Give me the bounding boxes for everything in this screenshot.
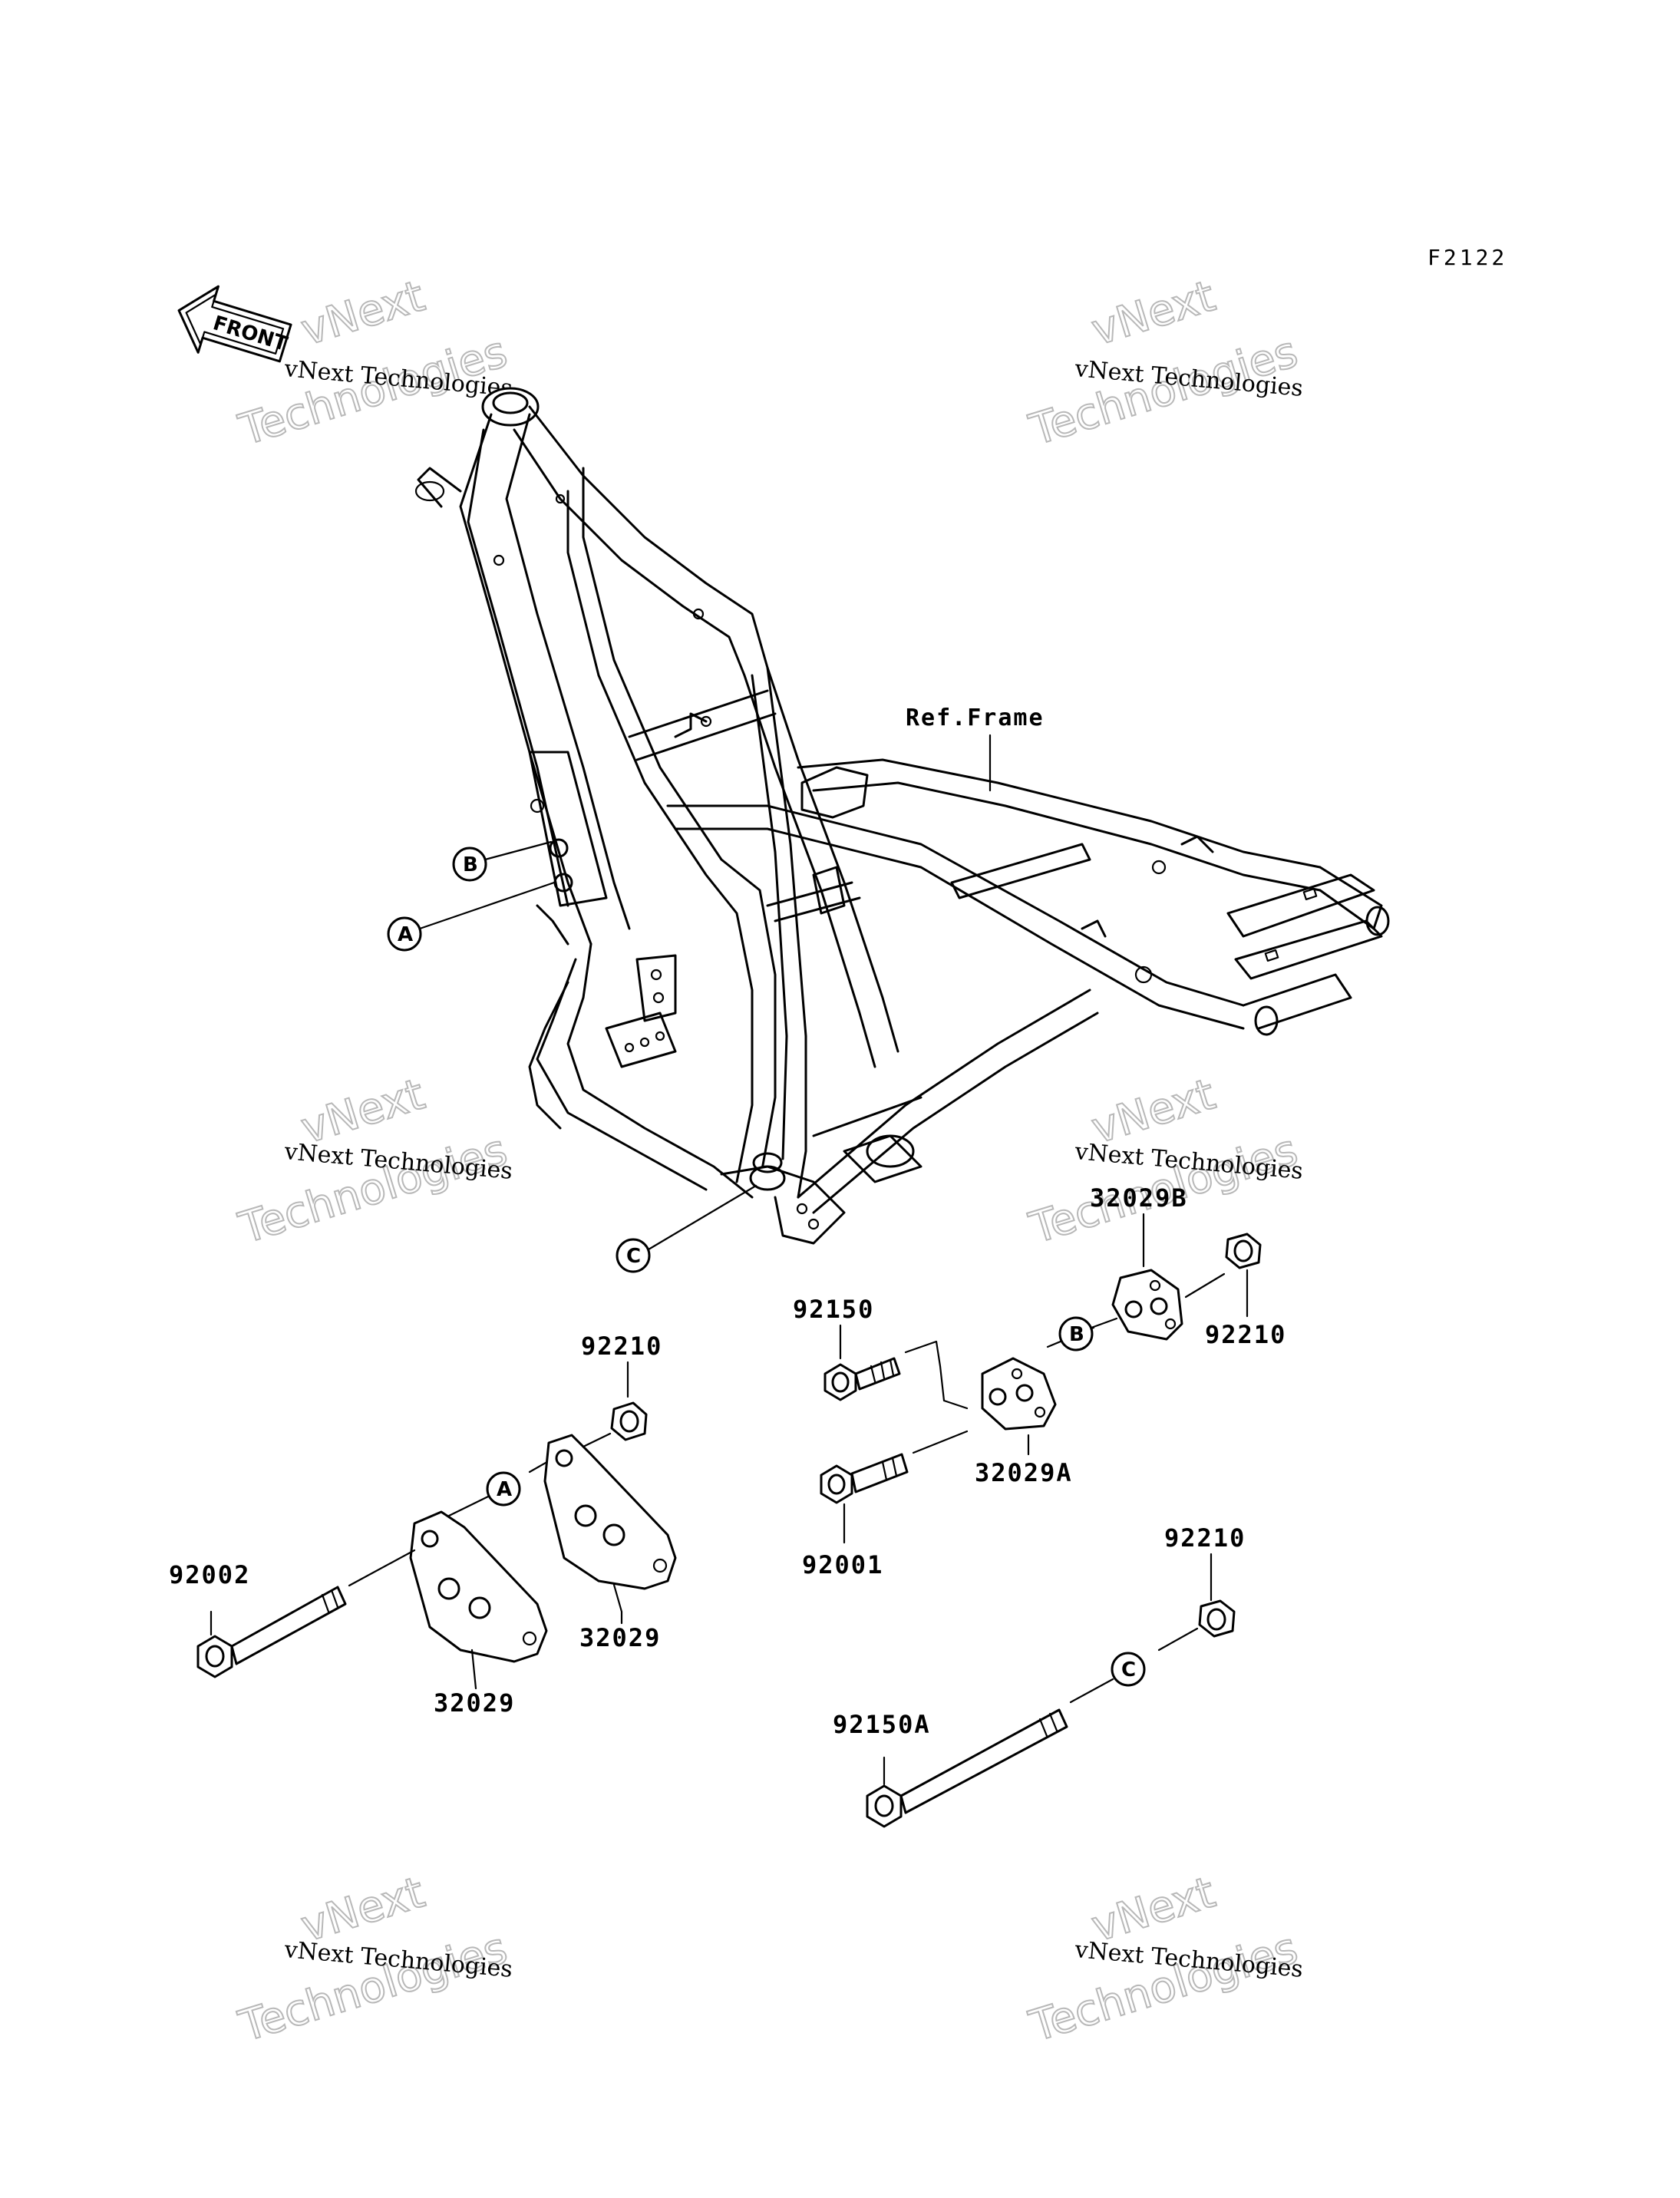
plate-32029-outer-icon — [409, 1510, 548, 1663]
part-label-92150: 92150 — [793, 1295, 874, 1324]
exploded-callout-b: B — [1046, 1316, 1118, 1351]
frame-callout-c: C — [616, 1184, 757, 1273]
part-label-32029-inner: 32029 — [579, 1623, 661, 1652]
ref-frame-label: Ref.Frame — [906, 705, 1045, 731]
part-label-32029-outer: 32029 — [434, 1688, 515, 1718]
bolt-92002-icon — [196, 1586, 347, 1678]
part-label-92210-left: 92210 — [581, 1332, 662, 1361]
part-label-32029a: 32029A — [975, 1458, 1073, 1487]
nut-92210-bottom-icon — [1198, 1599, 1236, 1638]
part-label-92210-top-right: 92210 — [1205, 1320, 1286, 1349]
frame-callout-a: A — [387, 881, 556, 952]
part-label-92001: 92001 — [802, 1550, 883, 1579]
front-arrow-icon: FRONT — [177, 285, 292, 363]
svg-text:Technologies: Technologies — [1024, 1923, 1303, 2052]
nut-92210-left-icon — [610, 1401, 648, 1441]
svg-text:B: B — [1069, 1323, 1084, 1346]
bracket-32029b-icon — [1111, 1269, 1183, 1341]
part-label-92210-bottom: 92210 — [1164, 1523, 1246, 1553]
svg-text:B: B — [463, 853, 478, 876]
svg-text:Technologies: Technologies — [233, 1923, 513, 2052]
part-label-92002: 92002 — [169, 1560, 250, 1589]
part-label-32029b: 32029B — [1090, 1183, 1188, 1213]
watermark-top-left: vNext Technologies vNext Technologies — [233, 270, 513, 456]
svg-text:A: A — [398, 923, 413, 946]
svg-text:C: C — [626, 1245, 641, 1268]
bracket-32029a-icon — [981, 1357, 1057, 1431]
bolt-92001-icon — [820, 1453, 909, 1504]
bolt-92150a-icon — [866, 1708, 1068, 1828]
watermark-bottom-right: vNext Technologies vNext Technologies — [1023, 1866, 1304, 2052]
motorcycle-frame-drawing — [414, 387, 1390, 1245]
watermark-bottom-left: vNext Technologies vNext Technologies — [233, 1866, 513, 2052]
svg-text:C: C — [1121, 1658, 1136, 1682]
svg-text:vNext: vNext — [1086, 271, 1220, 355]
exploded-callout-c: C — [1069, 1652, 1146, 1704]
svg-text:Technologies: Technologies — [233, 1125, 513, 1254]
watermark-middle-left: vNext Technologies vNext Technologies — [233, 1068, 513, 1254]
exploded-callout-a: A — [447, 1455, 558, 1517]
diagram-code: F2122 — [1428, 245, 1507, 270]
watermark-top-right: vNext Technologies vNext Technologies — [1023, 270, 1304, 456]
svg-text:vNext: vNext — [295, 271, 430, 355]
part-label-92150a: 92150A — [833, 1710, 931, 1739]
watermark-middle-right: vNext Technologies vNext Technologies — [1023, 1068, 1304, 1254]
plate-32029-inner-icon — [543, 1434, 677, 1590]
frame-callout-b: B — [452, 840, 553, 882]
nut-92210-top-right-icon — [1225, 1233, 1262, 1269]
svg-text:A: A — [497, 1478, 512, 1501]
bolt-92150-icon — [823, 1357, 901, 1401]
